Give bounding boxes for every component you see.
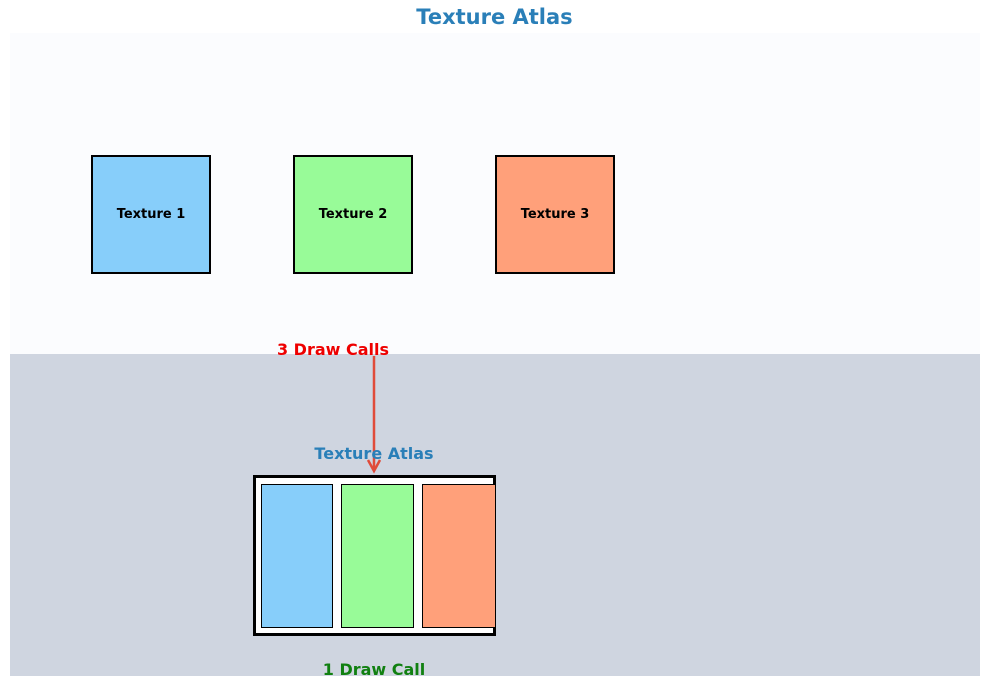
texture-2-label: Texture 2 xyxy=(318,207,388,222)
atlas-label: Texture Atlas xyxy=(314,444,434,463)
atlas-slot-texture-2 xyxy=(341,484,414,628)
atlas-slot-texture-3 xyxy=(422,484,496,628)
arrow-head xyxy=(366,459,382,474)
texture-3-label: Texture 3 xyxy=(520,207,590,222)
page-title: Texture Atlas xyxy=(416,5,573,29)
atlas-slot-texture-1 xyxy=(261,484,333,628)
texture-3-box: Texture 3 xyxy=(495,155,615,274)
texture-1-box: Texture 1 xyxy=(91,155,211,274)
draw-calls-label: 3 Draw Calls xyxy=(276,340,390,359)
one-draw-call-label: 1 Draw Call xyxy=(322,660,426,679)
texture-1-label: Texture 1 xyxy=(116,207,186,222)
texture-2-box: Texture 2 xyxy=(293,155,413,274)
down-arrow-icon xyxy=(366,356,382,474)
